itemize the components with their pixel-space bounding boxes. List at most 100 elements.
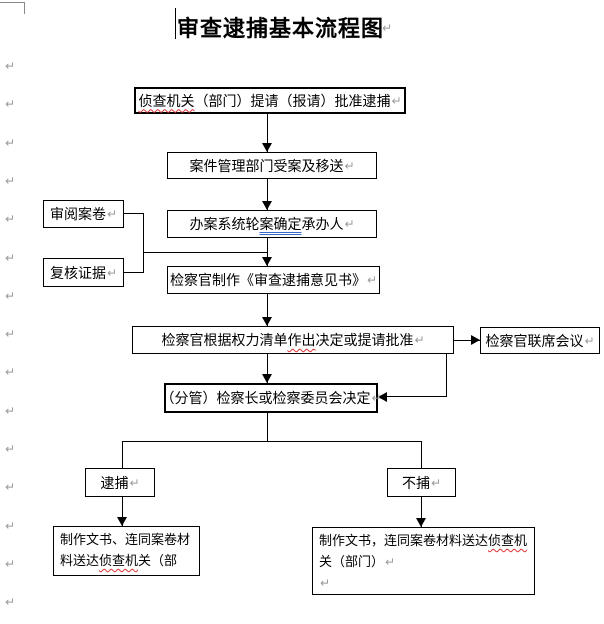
- flow-box-label: 检察官联席会议: [485, 333, 584, 350]
- spellcheck-marked-text: 作出: [287, 333, 316, 349]
- arrowhead-down-icon: [117, 517, 127, 526]
- paragraph-mark: ↵: [5, 595, 16, 610]
- paragraph-mark: ↵: [382, 21, 393, 35]
- paragraph-mark: ↵: [5, 59, 16, 73]
- flow-box-label: 办案系统轮: [189, 217, 260, 233]
- branch-horizontal-line: [122, 441, 422, 442]
- flow-box-label: 承办人: [301, 217, 344, 233]
- flow-box-label: 决定或提请批准: [315, 333, 414, 349]
- spellcheck-marked-text: 侦查机关: [138, 93, 195, 110]
- flow-box-arrest[interactable]: 逮捕↵: [85, 468, 155, 497]
- paragraph-mark: ↵: [5, 403, 16, 418]
- flow-box-label: 料送达: [60, 554, 100, 569]
- flow-box-assign-handler[interactable]: 办案系统轮案确定承办人↵: [167, 210, 377, 238]
- connector-arrest-to-deliver: [122, 497, 123, 526]
- paragraph-mark: ↵: [344, 158, 355, 173]
- flow-box-label: 案件管理部门受案及移送: [189, 158, 344, 175]
- paragraph-mark: ↵: [584, 333, 595, 348]
- connector-decision-to-meeting: [454, 340, 480, 341]
- page-title[interactable]: 审查逮捕基本流程图: [177, 17, 385, 42]
- paragraph-mark: ↵: [5, 173, 16, 188]
- paragraph-mark: ↵: [5, 365, 16, 380]
- paragraph-mark: ↵: [5, 442, 16, 456]
- arrowhead-down-icon: [262, 374, 272, 383]
- flow-box-no-arrest[interactable]: 不捕↵: [387, 468, 456, 497]
- flow-box-label: 检察官制作《审查逮捕意见书》: [169, 273, 366, 289]
- arrowhead-down-icon: [262, 201, 272, 210]
- flow-box-request[interactable]: 侦查机关（部门）提请（报请）批准逮捕↵: [134, 87, 406, 114]
- sidebar-connector-to-mainline: [143, 252, 267, 253]
- connector-casemgmt-to-assign: [267, 179, 268, 210]
- paragraph-mark: ↵: [344, 217, 355, 231]
- paragraph-mark: ↵: [430, 475, 442, 490]
- paragraph-mark: ↵: [366, 273, 378, 287]
- connector-opinion-to-decision: [267, 294, 268, 326]
- flow-box-label: （分管）检察长或检察委员会决定: [160, 391, 371, 407]
- flow-box-line: 制作文书，连同案卷材料送达侦查机: [319, 531, 528, 552]
- arrowhead-left-icon: [378, 392, 387, 402]
- flow-box-opinion-document[interactable]: 检察官制作《审查逮捕意见书》↵: [167, 266, 380, 294]
- flow-box-review-file[interactable]: 审阅案卷↵: [43, 200, 124, 228]
- paragraph-mark: ↵: [106, 265, 118, 280]
- flow-box-label: 不捕: [401, 475, 430, 492]
- connector-assign-to-opinion: [267, 238, 268, 266]
- paragraph-mark: ↵: [5, 250, 16, 265]
- flow-box-deliver-no-arrest-documents[interactable]: 制作文书，连同案卷材料送达侦查机 关（部门）↵ ↵: [312, 527, 535, 595]
- spellcheck-marked-text: 侦查机: [488, 534, 528, 549]
- flow-box-line: 制作文书、连同案卷材: [60, 530, 193, 551]
- paragraph-mark: ↵: [320, 576, 331, 590]
- flow-box-line: ↵: [319, 573, 528, 594]
- arrowhead-down-icon: [262, 143, 272, 152]
- flow-box-joint-meeting[interactable]: 检察官联席会议↵: [480, 327, 600, 354]
- paragraph-mark: ↵: [391, 93, 402, 108]
- flow-box-label: 逮捕: [100, 475, 129, 492]
- paragraph-mark: ↵: [129, 475, 140, 490]
- verifyevidence-connector-stub: [123, 272, 144, 273]
- connector-decision-to-chief: [267, 354, 268, 383]
- text-cursor: [175, 8, 176, 39]
- arrowhead-right-icon: [471, 335, 480, 345]
- flow-box-decision[interactable]: 检察官根据权力清单作出决定或提请批准↵: [132, 326, 454, 354]
- connector-chief-to-branch: [267, 412, 268, 442]
- flow-box-label: （部门）提请（报请）批准逮捕: [194, 93, 391, 110]
- reviewfile-connector-stub: [123, 213, 144, 214]
- spellcheck-marked-text: 侦查机: [99, 554, 139, 569]
- flow-box-line: 关（部门）↵: [319, 552, 528, 573]
- paragraph-mark: ↵: [5, 556, 16, 571]
- flow-box-label: 关（部: [138, 554, 178, 569]
- flow-box-label: 制作文书、连同案卷材: [60, 533, 191, 548]
- arrowhead-down-icon: [262, 317, 272, 326]
- paragraph-mark: ↵: [106, 207, 118, 221]
- flow-box-chief-decision[interactable]: （分管）检察长或检察委员会决定↵: [160, 383, 382, 413]
- paragraph-mark: ↵: [5, 327, 16, 342]
- flow-box-case-management[interactable]: 案件管理部门受案及移送↵: [167, 152, 377, 179]
- branch-to-arrest-line: [122, 441, 123, 469]
- paragraph-mark: ↵: [5, 212, 16, 227]
- flow-box-label: 制作文书，连同案卷材料送达: [319, 534, 489, 549]
- text-boundary-corner-mark: [0, 2, 25, 14]
- connector-meeting-elbow-horizontal: [386, 396, 447, 397]
- flow-box-deliver-arrest-documents[interactable]: 制作文书、连同案卷材 料送达侦查机关（部: [53, 526, 200, 576]
- branch-to-noarrest-line: [421, 441, 422, 469]
- paragraph-mark: ↵: [385, 555, 396, 569]
- connector-request-to-casemgmt: [267, 113, 268, 152]
- connector-meeting-elbow-vertical: [446, 354, 447, 397]
- flow-box-label: 关（部门）: [319, 555, 385, 570]
- paragraph-mark: ↵: [5, 518, 16, 533]
- paragraph-mark: ↵: [5, 288, 16, 303]
- flow-box-verify-evidence[interactable]: 复核证据↵: [43, 258, 124, 287]
- paragraph-mark: ↵: [5, 135, 16, 150]
- arrowhead-down-icon: [262, 257, 272, 266]
- paragraph-mark: ↵: [5, 97, 16, 112]
- flow-box-line: 料送达侦查机关（部: [60, 551, 193, 572]
- paragraph-mark: ↵: [414, 333, 425, 347]
- connector-noarrest-to-deliver: [421, 497, 422, 527]
- paragraph-mark: ↵: [371, 391, 382, 405]
- sidebar-connector-vertical: [143, 213, 144, 273]
- paragraph-mark: ↵: [5, 480, 16, 495]
- flow-box-label: 复核证据: [49, 265, 106, 282]
- flow-box-label: 审阅案卷: [49, 207, 106, 223]
- arrowhead-down-icon: [416, 518, 426, 527]
- grammarcheck-marked-text: 案确定: [259, 217, 302, 233]
